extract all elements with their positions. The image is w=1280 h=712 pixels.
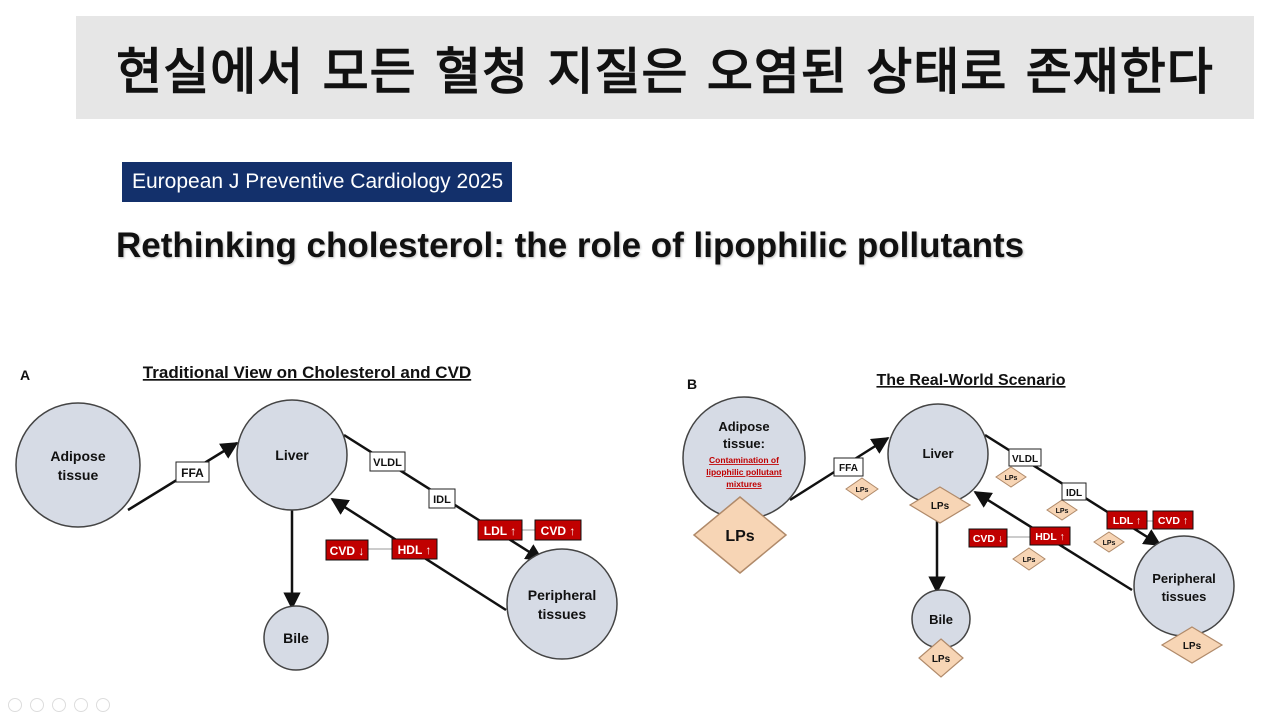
node-b-peripheral-line1: Peripheral xyxy=(1152,571,1216,586)
lps-diamond-vldl xyxy=(995,466,1027,488)
lps-diamond-ldl xyxy=(1093,531,1125,553)
label-b-cvd-down-box xyxy=(968,528,1008,548)
label-hdl-box xyxy=(391,538,438,560)
label-b-cvd-up-box xyxy=(1152,510,1194,530)
label-b-ffa-box xyxy=(833,457,864,477)
lps-label-vldl: LPs xyxy=(1005,475,1018,482)
lps-label-idl: LPs xyxy=(1056,508,1069,515)
label-idl-box xyxy=(428,488,456,509)
label-ldl-box xyxy=(477,519,523,541)
label-b-vldl: VLDL xyxy=(1012,454,1038,465)
contamination-line1: Contamination of xyxy=(709,455,779,465)
journal-badge: European J Preventive Cardiology 2025 xyxy=(122,162,512,202)
label-b-cvd-down: CVD ↓ xyxy=(973,533,1003,545)
node-b-bile-label: Bile xyxy=(929,612,953,627)
label-cvd-up-box xyxy=(534,519,582,541)
label-ldl: LDL ↑ xyxy=(484,524,516,538)
node-liver xyxy=(236,399,348,511)
node-adipose-line2: tissue xyxy=(58,467,99,483)
lps-diamond-peripheral xyxy=(1160,626,1224,664)
contamination-line2: lipophilic pollutant xyxy=(706,467,782,477)
node-adipose-line1: Adipose xyxy=(50,448,105,464)
lps-label-peripheral: LPs xyxy=(1183,641,1202,652)
lps-diamond-liver xyxy=(908,486,972,524)
lps-diamond-bile xyxy=(918,638,964,678)
label-b-vldl-box xyxy=(1008,448,1042,467)
node-b-peripheral xyxy=(1133,535,1235,637)
paper-title: Rethinking cholesterol: the role of lipo… xyxy=(116,226,1025,265)
lps-diamond-idl xyxy=(1046,499,1078,521)
slide-dot xyxy=(30,698,44,712)
node-bile-label: Bile xyxy=(283,630,309,646)
title-bar: 현실에서 모든 혈청 지질은 오염된 상태로 존재한다 xyxy=(76,16,1254,119)
slide-dot xyxy=(96,698,110,712)
panel-b-heading: The Real-World Scenario xyxy=(876,372,1065,389)
label-b-hdl-box xyxy=(1029,526,1071,546)
panel-b: B The Real-World Scenario Adipose tissue… xyxy=(682,372,1235,678)
lps-label-bile: LPs xyxy=(932,654,951,665)
label-idl: IDL xyxy=(433,494,451,506)
node-bile xyxy=(263,605,329,671)
slide-dot xyxy=(52,698,66,712)
node-peripheral-line2: tissues xyxy=(538,606,586,622)
panel-b-letter: B xyxy=(687,376,697,392)
label-cvd-down: CVD ↓ xyxy=(330,544,365,558)
node-b-adipose-line2: tissue: xyxy=(723,436,765,451)
lps-label-ffa: LPs xyxy=(856,487,869,494)
label-b-ldl: LDL ↑ xyxy=(1113,515,1141,527)
lps-diamond-ffa xyxy=(845,477,879,501)
label-cvd-down-box xyxy=(325,539,369,561)
panel-a-letter: A xyxy=(20,367,30,383)
label-vldl-box xyxy=(369,451,406,472)
panel-a-heading: Traditional View on Cholesterol and CVD xyxy=(143,363,471,382)
label-b-ffa: FFA xyxy=(839,463,858,474)
node-b-peripheral-line2: tissues xyxy=(1162,589,1207,604)
slide-dot xyxy=(74,698,88,712)
node-b-liver-label: Liver xyxy=(922,446,953,461)
node-peripheral xyxy=(506,548,618,660)
slide-dots xyxy=(8,698,110,712)
node-b-adipose-line1: Adipose xyxy=(718,419,769,434)
lps-diamond-adipose xyxy=(692,496,788,574)
label-vldl: VLDL xyxy=(373,457,402,469)
slide-title: 현실에서 모든 혈청 지질은 오염된 상태로 존재한다 xyxy=(116,42,1214,101)
node-peripheral-line1: Peripheral xyxy=(528,587,596,603)
lps-label-liver: LPs xyxy=(931,501,950,512)
label-b-cvd-up: CVD ↑ xyxy=(1158,515,1188,527)
label-ffa-box xyxy=(175,461,210,483)
lps-label-hdl: LPs xyxy=(1023,557,1036,564)
node-adipose xyxy=(15,402,141,528)
label-cvd-up: CVD ↑ xyxy=(541,524,576,538)
label-b-idl-box xyxy=(1061,482,1087,501)
label-b-idl: IDL xyxy=(1066,488,1082,499)
lps-label-adipose: LPs xyxy=(725,528,754,545)
lps-label-ldl: LPs xyxy=(1103,540,1116,547)
label-b-ldl-box xyxy=(1106,510,1148,530)
slide-dot xyxy=(8,698,22,712)
label-b-hdl: HDL ↑ xyxy=(1035,531,1065,543)
lps-diamond-hdl xyxy=(1012,547,1046,571)
panel-a: A Traditional View on Cholesterol and CV… xyxy=(15,363,618,671)
node-liver-label: Liver xyxy=(275,447,309,463)
contamination-line3: mixtures xyxy=(726,479,762,489)
label-hdl: HDL ↑ xyxy=(398,543,432,557)
label-ffa: FFA xyxy=(181,466,204,480)
